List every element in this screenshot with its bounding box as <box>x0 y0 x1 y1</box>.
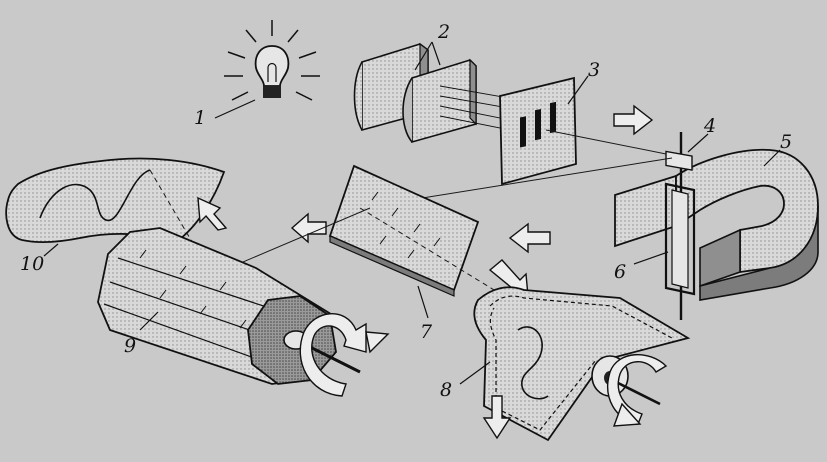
lamp-bulb <box>254 45 290 87</box>
direction-arrow <box>197 196 228 231</box>
slit-diaphragm <box>499 76 577 186</box>
label-2: 2 <box>437 21 450 43</box>
label-3: 3 <box>588 59 600 81</box>
rotation-arrow-head <box>365 331 390 354</box>
label-10: 10 <box>20 253 44 275</box>
label-7: 7 <box>420 321 433 343</box>
label-8: 8 <box>440 379 452 401</box>
label-6: 6 <box>614 261 626 283</box>
mirror <box>665 150 693 171</box>
label-9: 9 <box>124 335 136 357</box>
lamp-filament <box>267 62 277 82</box>
direction-arrow <box>508 222 551 254</box>
semitransparent-plate <box>328 164 480 297</box>
permanent-magnet <box>614 148 819 301</box>
direction-arrow <box>482 395 512 440</box>
direction-arrow <box>613 104 654 136</box>
rotation-arrow <box>299 313 367 397</box>
rotation-arrow <box>607 353 668 425</box>
lamp-base <box>263 86 281 98</box>
label-5: 5 <box>780 131 792 153</box>
rotating-polygonal-mirror <box>97 227 361 385</box>
screen <box>5 157 226 244</box>
label-1: 1 <box>194 107 206 129</box>
label-4: 4 <box>703 115 716 137</box>
condenser-lenses <box>353 42 477 144</box>
direction-arrow <box>290 212 327 244</box>
lamp <box>224 20 320 101</box>
lamp-rays <box>224 20 320 101</box>
rotation-arrow-head <box>612 402 642 427</box>
